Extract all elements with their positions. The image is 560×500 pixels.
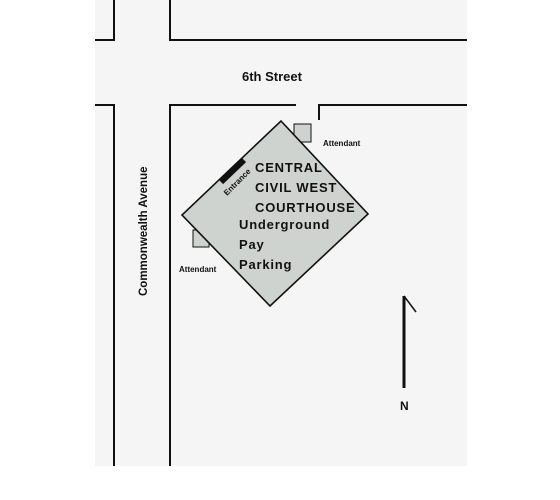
courthouse-building (180, 119, 370, 308)
street-label-commonwealth-avenue: Commonwealth Avenue (138, 167, 150, 297)
entrance-marker (218, 157, 247, 185)
block-edge-bottom-right-east (318, 104, 467, 120)
building-name-line-3: COURTHOUSE (255, 200, 355, 215)
north-label: N (400, 399, 409, 413)
attendant-label-south-west: Attendant (179, 265, 217, 274)
building-name-line-1: CENTRAL (255, 160, 323, 175)
parking-line-1: Underground (239, 217, 330, 232)
parking-line-2: Pay (239, 237, 265, 252)
block-edge-bottom-left (95, 104, 115, 466)
street-label-6th-street: 6th Street (242, 69, 303, 84)
parking-line-3: Parking (239, 257, 292, 272)
building-name-line-2: CIVIL WEST (255, 180, 337, 195)
attendant-label-north-east: Attendant (323, 139, 361, 148)
block-edge-top-left (95, 0, 115, 41)
north-arrow-icon (402, 295, 417, 388)
block-edge-bottom-right-west (169, 104, 296, 466)
street-edges (95, 0, 467, 466)
attendant-booth-north-east (293, 123, 312, 143)
block-edge-top-right (169, 0, 467, 41)
